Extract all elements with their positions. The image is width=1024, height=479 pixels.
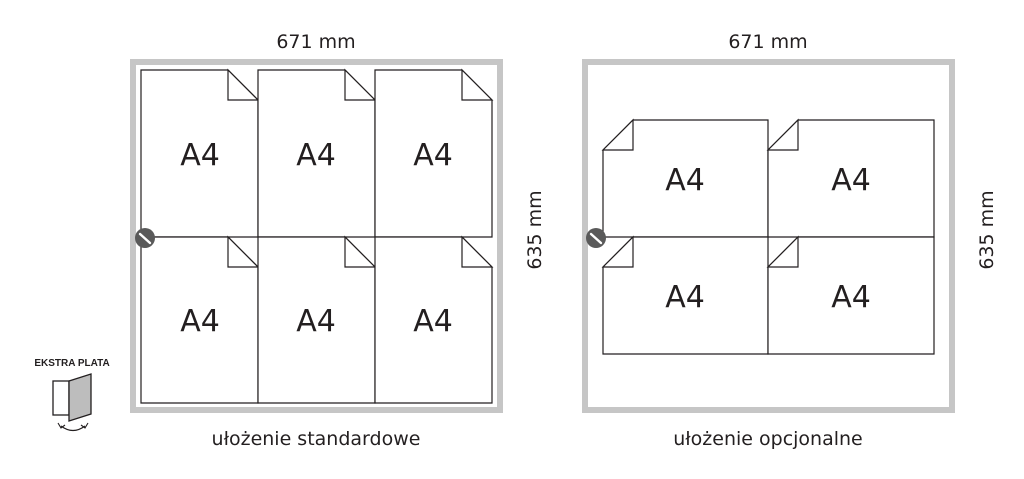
sheet-label: A4 [180,138,220,173]
sheet-label: A4 [665,163,705,198]
sheet-label: A4 [831,163,871,198]
standard-sheet: A4 [374,235,494,404]
sheet-label: A4 [413,304,453,339]
optional-sheet: A4 [766,235,935,355]
standard-sheet: A4 [257,235,377,404]
sheet-label: A4 [665,280,705,315]
optional-height-label: 635 mm [976,190,998,269]
optional-sheet: A4 [766,118,935,238]
sheet-label: A4 [296,138,336,173]
extra-plate: EKSTRA PLATA [34,358,110,432]
optional-sheet: A4 [601,235,769,355]
extra-plate-icon [52,373,92,432]
sheet-label: A4 [413,138,453,173]
lock-knob-icon [135,228,155,248]
standard-sheet: A4 [140,235,260,404]
standard-sheet: A4 [374,68,494,238]
standard-height-label: 635 mm [524,190,546,269]
optional-frame [582,59,955,413]
standard-layout: 671 mm A4 A4 A4 A4 A4 [130,31,546,450]
sheet-label: A4 [180,304,220,339]
standard-width-label: 671 mm [276,31,355,53]
extra-plate-label: EKSTRA PLATA [34,358,109,369]
optional-caption: ułożenie opcjonalne [673,428,863,450]
standard-frame [130,59,503,413]
lock-knob-icon [586,228,606,248]
standard-sheet: A4 [140,68,260,238]
optional-layout: 671 mm A4 A4 A4 A4 635 mm [582,31,998,450]
optional-sheet: A4 [601,118,769,238]
standard-sheet: A4 [257,68,377,238]
sheet-label: A4 [831,280,871,315]
standard-caption: ułożenie standardowe [212,428,421,450]
sheet-label: A4 [296,304,336,339]
optional-width-label: 671 mm [728,31,807,53]
